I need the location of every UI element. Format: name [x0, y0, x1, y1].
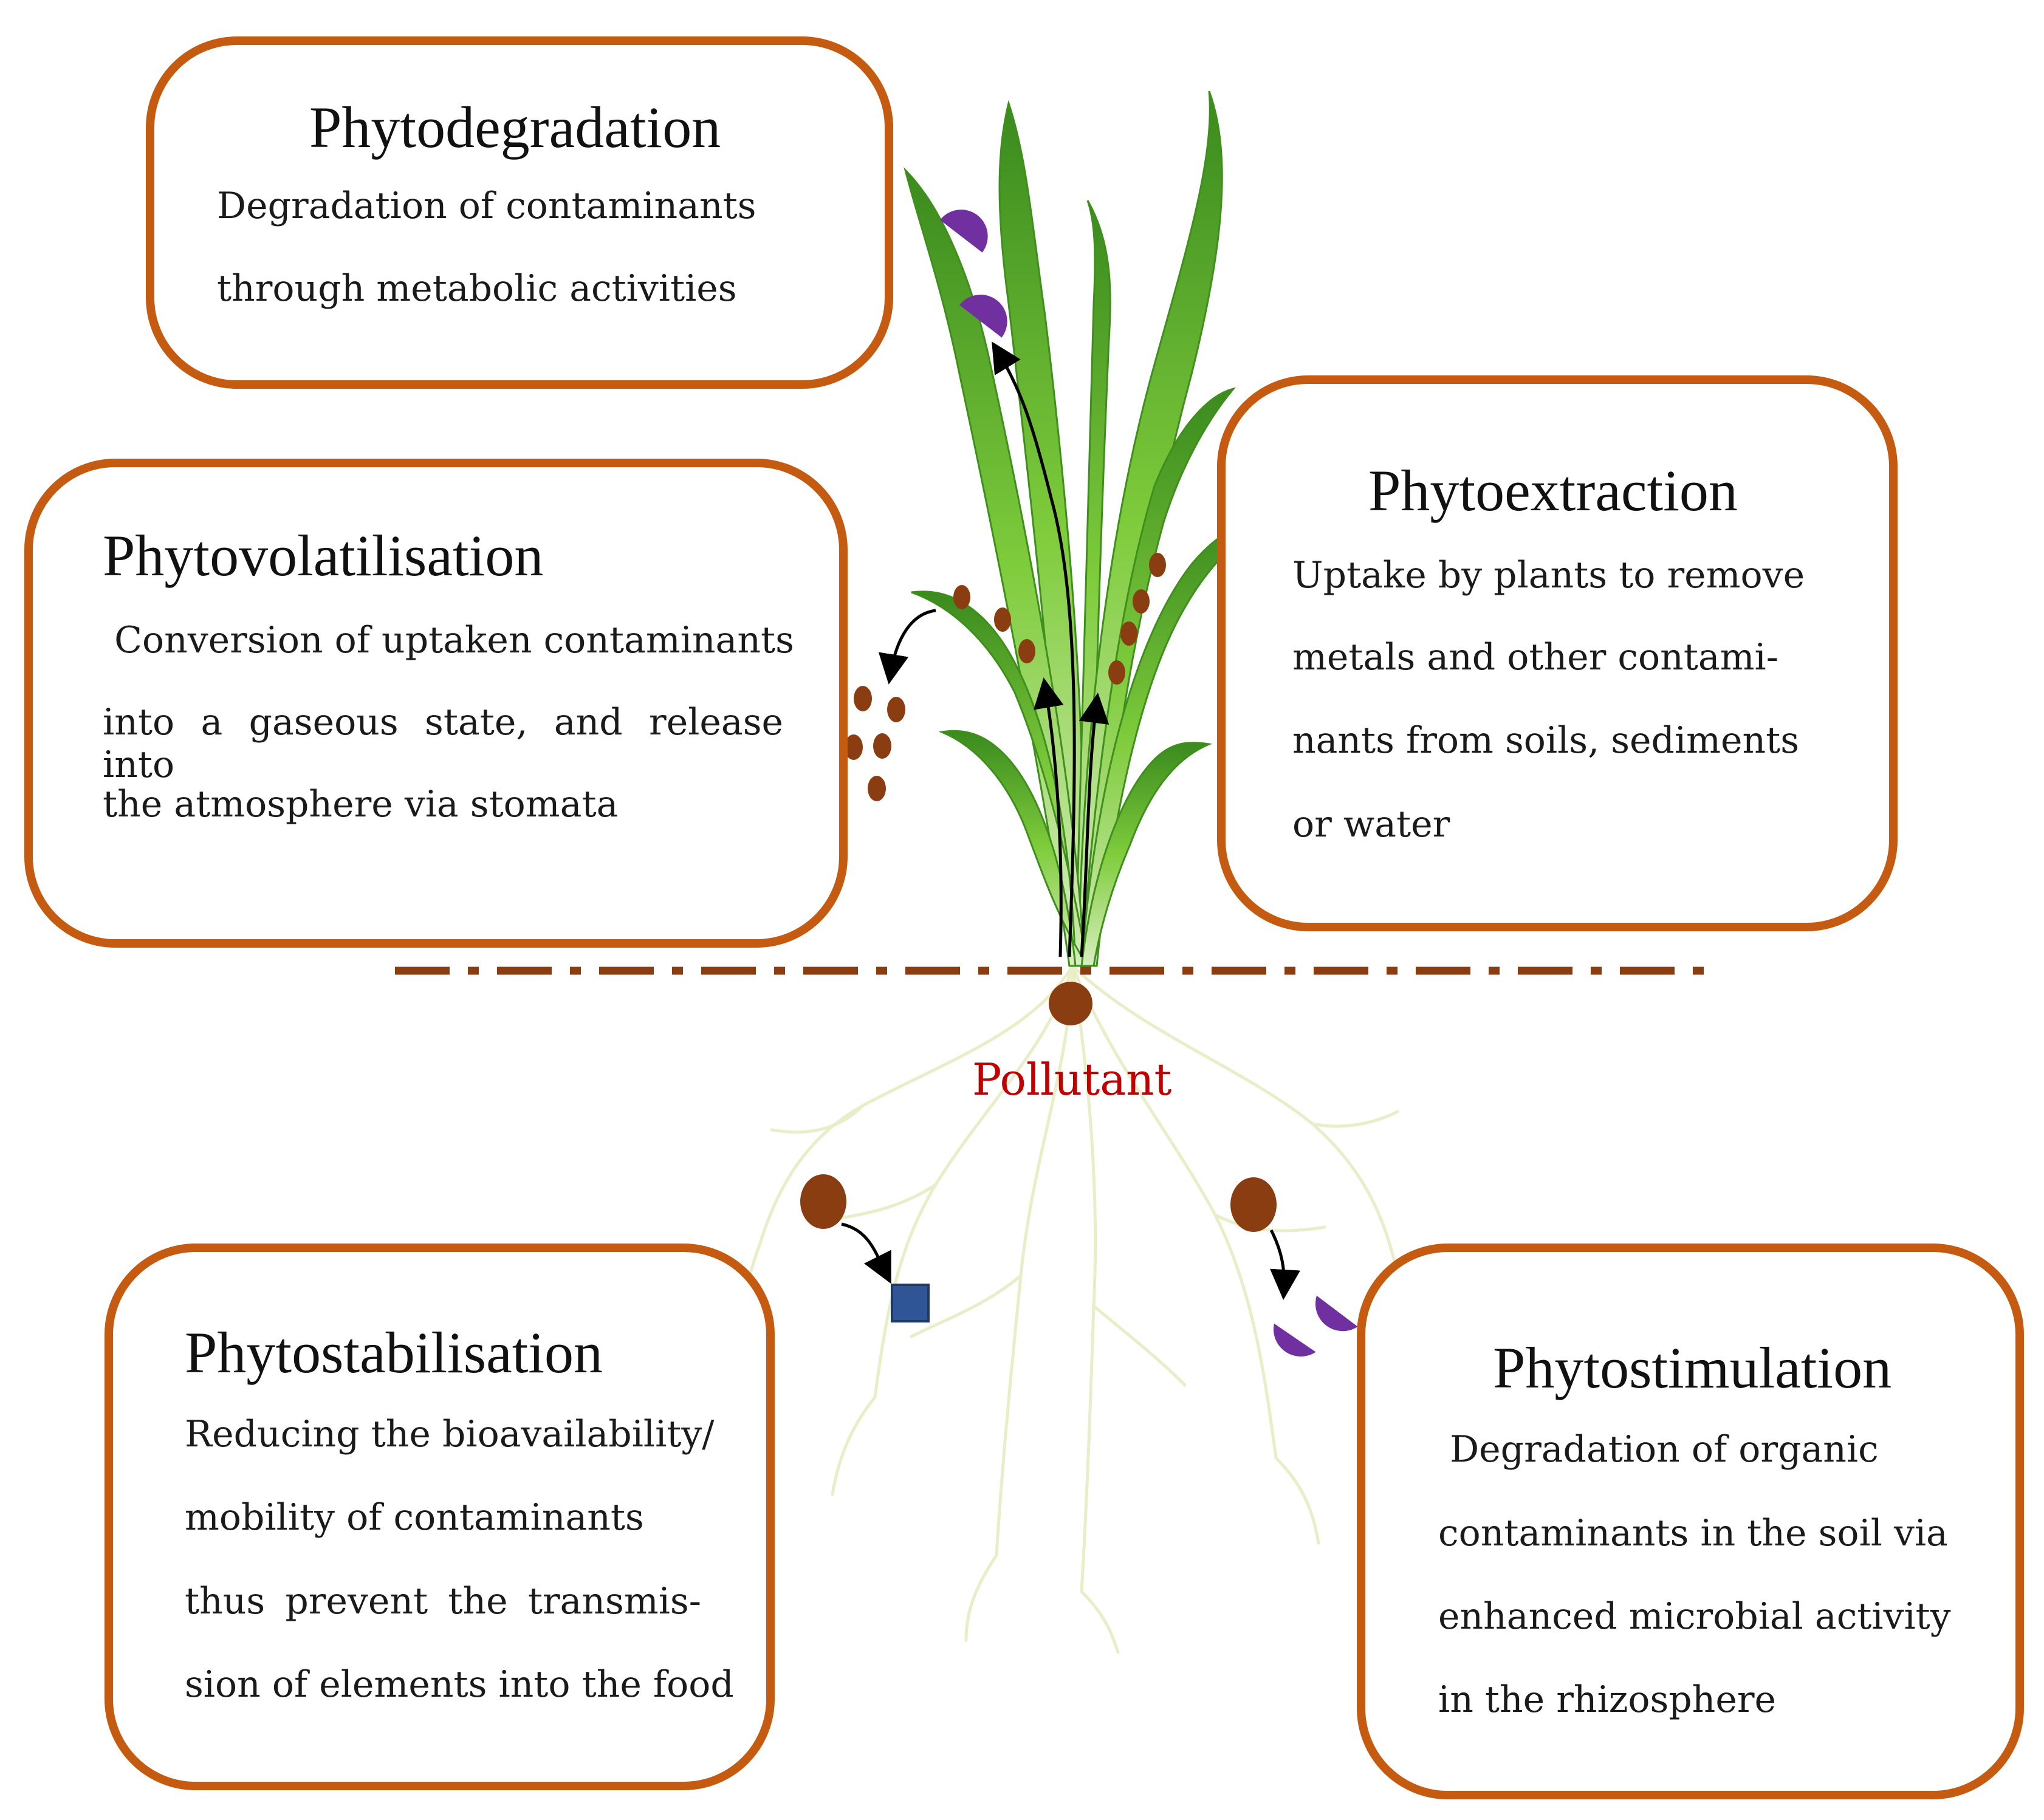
metabolite-shapes-leaf	[940, 210, 1007, 338]
pollutant-label: Pollutant	[972, 1054, 1172, 1105]
phytostabilisation-box: Phytostabilisation Reducing the bioavail…	[105, 1244, 775, 1790]
phytovolatilisation-line-1: Conversion of uptaken contaminants	[103, 619, 794, 662]
volatilisation-arrow	[878, 609, 936, 685]
pollutant-dots-leaf	[953, 553, 1166, 685]
stabilised-square	[891, 1284, 930, 1322]
phytoextraction-title: Phytoextraction	[1368, 458, 1738, 523]
phytovolatilisation-box: Phytovolatilisation Conversion of uptake…	[24, 459, 848, 948]
phytostimulation-line-1: Degradation of organic	[1438, 1428, 1879, 1471]
volatilised-dots	[845, 686, 905, 801]
phytodegradation-title: Phytodegradation	[309, 95, 721, 160]
pollutant-dot-stabilisation	[800, 1174, 846, 1229]
pollutant-dot-central	[1049, 982, 1092, 1025]
phytostimulation-title: Phytostimulation	[1493, 1335, 1892, 1400]
stabilisation-arrow	[841, 1222, 891, 1284]
uptake-arrows	[992, 341, 1109, 957]
phytostabilisation-title: Phytostabilisation	[185, 1320, 603, 1385]
phytostabilisation-line-2: mobility of contaminants	[185, 1496, 644, 1539]
phytostabilisation-line-1: Reducing the bioavailability/	[185, 1413, 715, 1456]
stimulation-arrow	[1269, 1229, 1300, 1300]
phytoextraction-box: Phytoextraction Uptake by plants to remo…	[1217, 375, 1898, 931]
phytoextraction-line-3: nants from soils, sediments	[1292, 719, 1800, 762]
phytostabilisation-line-4: sion of elements into the food	[185, 1663, 734, 1706]
phytostimulation-line-3: enhanced microbial activity	[1438, 1595, 1951, 1638]
phytodegradation-line-2: through metabolic activities	[217, 267, 737, 310]
phytostimulation-line-4: in the rhizosphere	[1438, 1678, 1777, 1721]
phytoextraction-line-2: metals and other contami-	[1292, 636, 1778, 679]
phytovolatilisation-line-2: into a gaseous state, and release into	[103, 701, 783, 786]
plant-leaves	[904, 91, 1277, 967]
phytostabilisation-line-3: thus prevent the transmis-	[185, 1580, 701, 1623]
phytodegradation-box: Phytodegradation Degradation of contamin…	[146, 36, 893, 389]
phytodegradation-line-1: Degradation of contaminants	[217, 185, 756, 227]
phytostimulation-box: Phytostimulation Degradation of organic …	[1357, 1244, 2024, 1799]
pollutant-dot-stimulation	[1230, 1177, 1277, 1232]
phytovolatilisation-title: Phytovolatilisation	[103, 523, 544, 588]
phytovolatilisation-line-3: the atmosphere via stomata	[103, 783, 619, 826]
metabolite-shapes-soil	[1273, 1295, 1358, 1356]
phytoextraction-line-4: or water	[1292, 803, 1450, 846]
phytoextraction-line-1: Uptake by plants to remove	[1292, 554, 1805, 597]
phytostimulation-line-2: contaminants in the soil via	[1438, 1512, 1948, 1555]
